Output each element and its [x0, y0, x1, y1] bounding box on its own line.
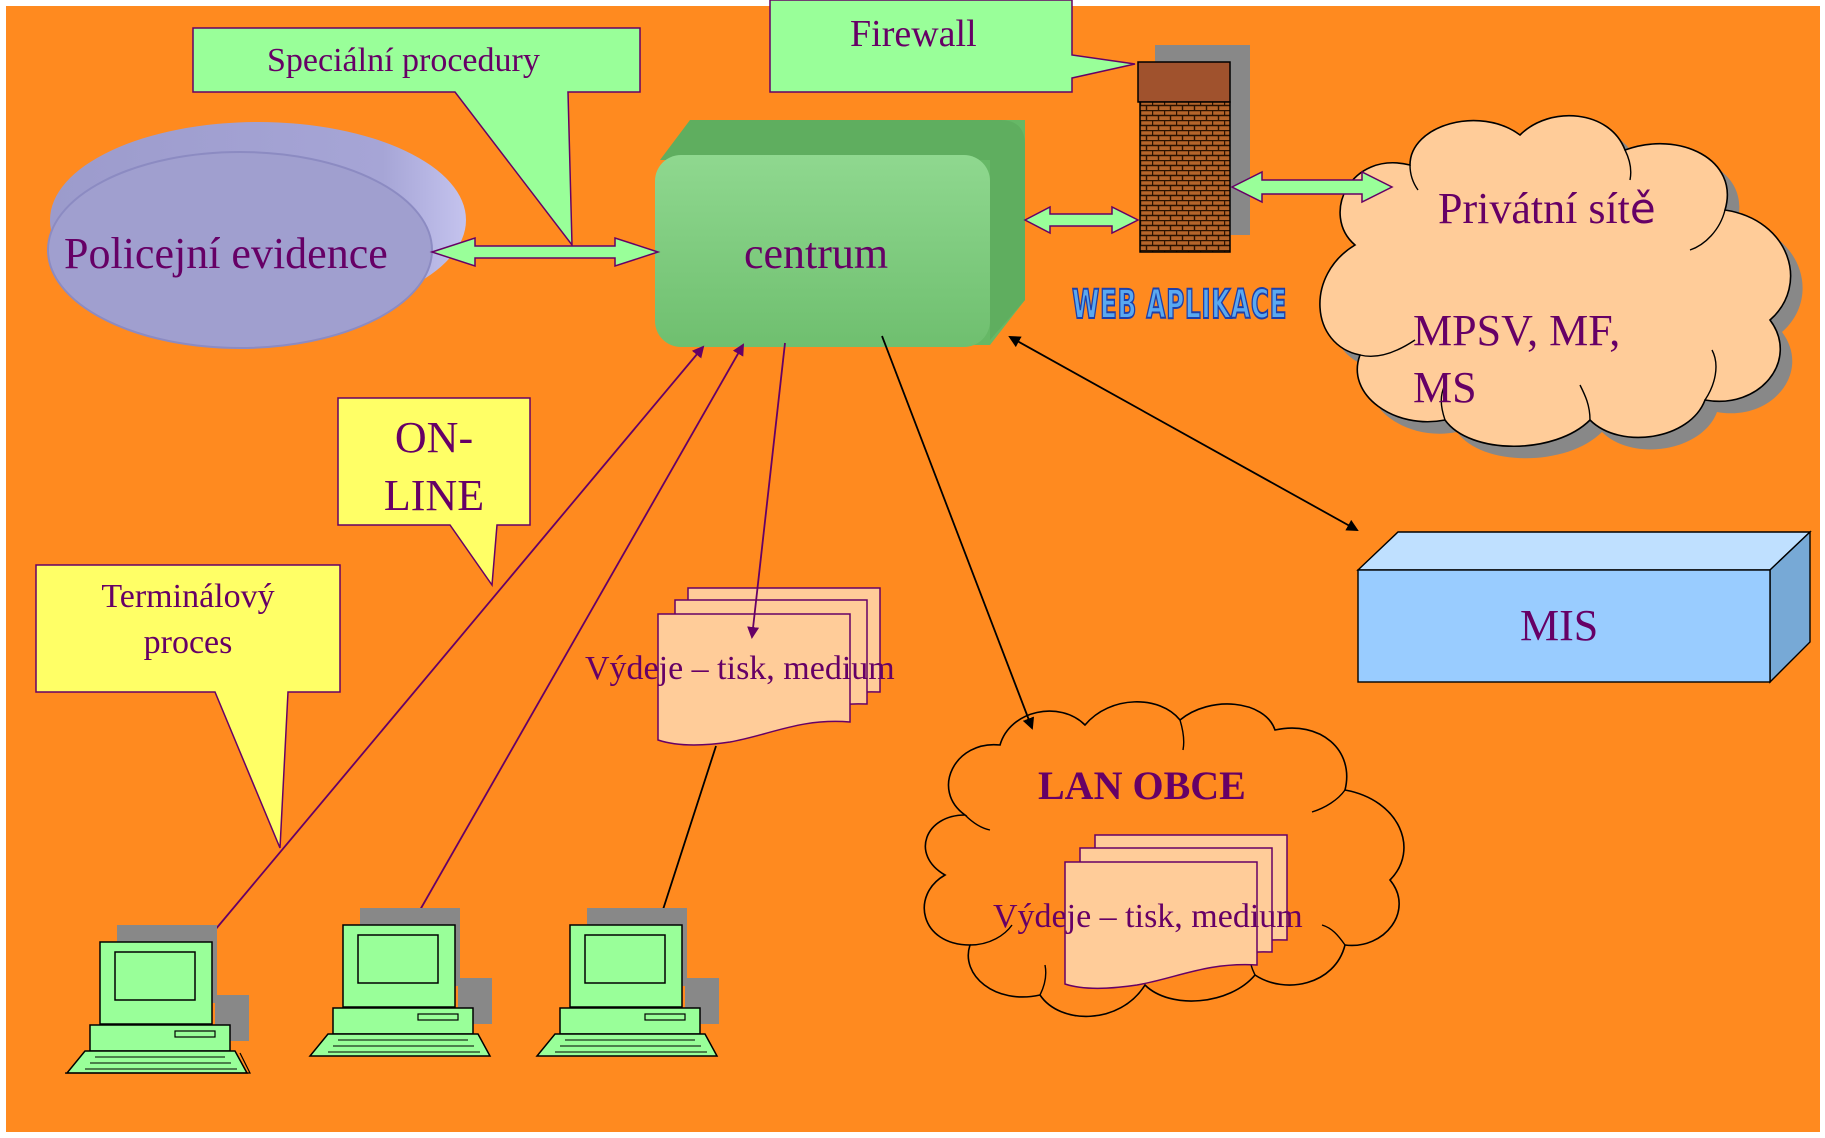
vydeje-document-stack-icon	[657, 587, 881, 746]
line-centrum-mis	[1008, 336, 1359, 531]
online-label-line1: ON-	[394, 413, 474, 462]
vydeje-label: Výdeje – tisk, medium	[585, 650, 895, 687]
line-pc2-centrum	[419, 343, 744, 911]
firewall-brick-icon	[1137, 45, 1250, 253]
specialni-procedury-label: Speciální procedury	[267, 42, 540, 79]
computer-icon	[308, 908, 492, 1057]
terminalovy-label-line1: Terminálový	[101, 578, 275, 615]
privatni-site-cloud	[1319, 115, 1803, 459]
computer-icon	[535, 908, 719, 1057]
privatni-site-line1: MPSV, MF,	[1413, 306, 1621, 355]
arrow-evidence-centrum	[429, 236, 661, 268]
policejni-evidence-label: Policejní evidence	[64, 229, 388, 278]
privatni-site-line2: MS	[1413, 363, 1477, 412]
vydeje-lan-document-stack-icon	[1064, 834, 1288, 990]
web-aplikace-wordart: WEB APLIKACE	[1071, 281, 1288, 329]
specialni-procedury-callout	[192, 27, 641, 248]
line-pc1-centrum	[214, 345, 705, 931]
firewall-label: Firewall	[850, 13, 977, 55]
online-callout	[337, 397, 531, 588]
centrum-label: centrum	[744, 229, 889, 278]
vydeje-lan-label: Výdeje – tisk, medium	[993, 898, 1303, 935]
computer-icon	[65, 925, 251, 1074]
arrow-firewall-privatni	[1230, 170, 1394, 204]
line-vydeje-pc3	[655, 745, 717, 927]
connectors	[214, 335, 1359, 931]
privatni-site-title: Privátní sítě	[1438, 183, 1656, 234]
terminalovy-proces-callout	[35, 564, 341, 849]
privatni-site-title-suffix: ě	[1629, 184, 1656, 233]
privatni-site-title-text: Privátní sít	[1438, 184, 1630, 233]
online-label-line2: LINE	[383, 471, 485, 520]
lan-obce-label: LAN OBCE	[1038, 763, 1246, 808]
mis-box-3d-icon	[1356, 530, 1812, 684]
policejni-evidence-shape	[47, 122, 466, 349]
centrum-box	[655, 120, 1025, 347]
arrow-centrum-firewall	[1023, 205, 1140, 235]
terminalovy-label-line2: proces	[143, 624, 233, 661]
mis-label: MIS	[1520, 601, 1599, 650]
line-centrum-lan	[881, 335, 1035, 730]
firewall-callout	[769, 0, 1136, 93]
line-centrum-vydeje	[747, 342, 786, 639]
